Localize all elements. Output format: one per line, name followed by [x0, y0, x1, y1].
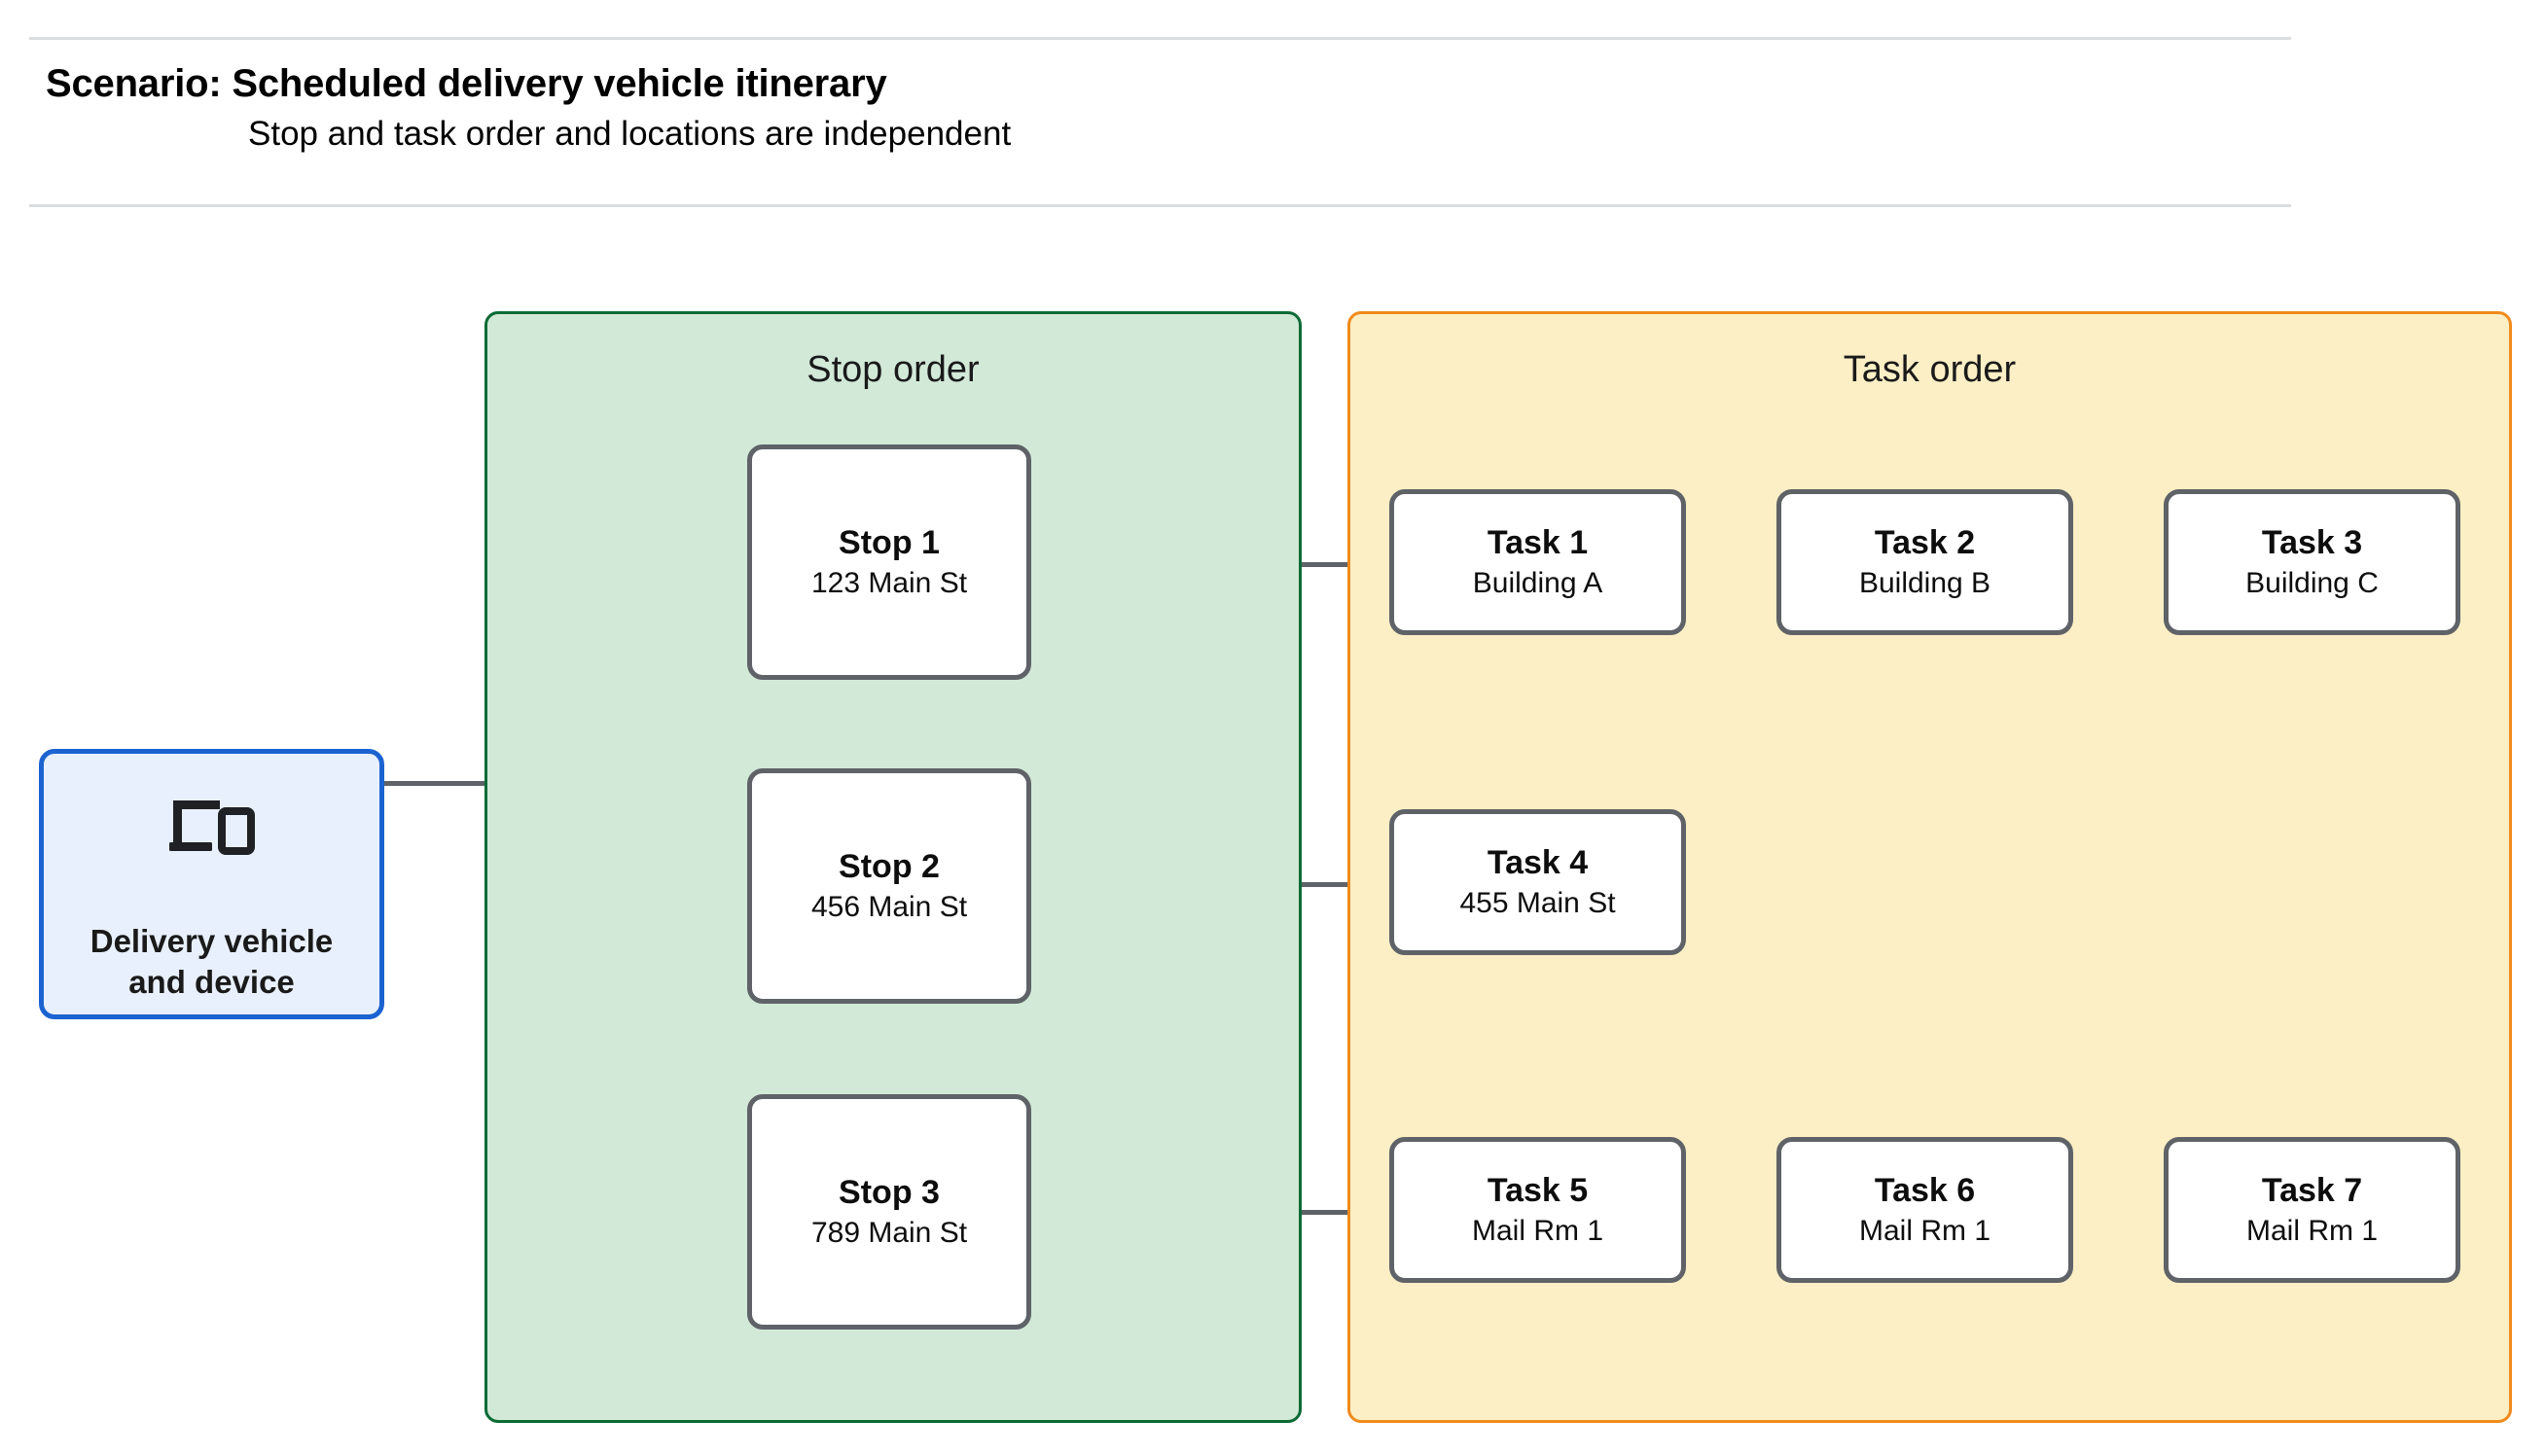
task-node-location: Mail Rm 1: [1471, 1215, 1603, 1248]
stop-node-address: 123 Main St: [810, 567, 968, 600]
delivery-vehicle-label-line1: Delivery vehicle: [90, 923, 334, 959]
task-node-title: Task 5: [1487, 1171, 1589, 1209]
task-node-3[interactable]: Task 3 Building C: [2164, 489, 2460, 635]
delivery-vehicle-label-line2: and device: [128, 964, 295, 1001]
stop-node-title: Stop 3: [839, 1173, 940, 1211]
task-node-title: Task 4: [1487, 843, 1589, 881]
task-order-panel-title: Task order: [1843, 349, 2017, 390]
stop-node-2[interactable]: Stop 2 456 Main St: [747, 768, 1031, 1004]
task-node-2[interactable]: Task 2 Building B: [1776, 489, 2073, 635]
stop-node-title: Stop 1: [839, 523, 940, 561]
task-node-title: Task 7: [2261, 1171, 2363, 1209]
task-node-location: Mail Rm 1: [2245, 1215, 2378, 1248]
page-subtitle: Stop and task order and locations are in…: [248, 115, 1012, 153]
task-node-title: Task 6: [1874, 1171, 1976, 1209]
stop-order-panel-title: Stop order: [807, 349, 980, 390]
delivery-vehicle-label: Delivery vehicle and device: [90, 921, 334, 1003]
stop-node-1[interactable]: Stop 1 123 Main St: [747, 444, 1031, 680]
devices-icon: [168, 800, 255, 855]
task-node-location: Building B: [1858, 567, 1991, 600]
task-node-title: Task 3: [2261, 523, 2363, 561]
task-node-7[interactable]: Task 7 Mail Rm 1: [2164, 1137, 2460, 1283]
stop-node-3[interactable]: Stop 3 789 Main St: [747, 1094, 1031, 1330]
task-node-title: Task 1: [1487, 523, 1589, 561]
task-node-location: Building C: [2245, 567, 2379, 600]
stop-node-title: Stop 2: [839, 847, 940, 885]
stop-node-address: 456 Main St: [810, 891, 968, 924]
task-node-6[interactable]: Task 6 Mail Rm 1: [1776, 1137, 2073, 1283]
stop-node-address: 789 Main St: [810, 1217, 968, 1250]
header-divider-top: [29, 37, 2291, 40]
delivery-vehicle-node[interactable]: Delivery vehicle and device: [39, 749, 384, 1019]
task-node-title: Task 2: [1874, 523, 1976, 561]
task-node-4[interactable]: Task 4 455 Main St: [1389, 809, 1686, 955]
page-title: Scenario: Scheduled delivery vehicle iti…: [46, 62, 887, 105]
task-node-location: Building A: [1472, 567, 1603, 600]
task-node-1[interactable]: Task 1 Building A: [1389, 489, 1686, 635]
task-node-location: 455 Main St: [1459, 887, 1616, 920]
task-node-location: Mail Rm 1: [1858, 1215, 1990, 1248]
connector-vehicle-to-trunk: [384, 781, 555, 786]
task-node-5[interactable]: Task 5 Mail Rm 1: [1389, 1137, 1686, 1283]
header-divider-bottom: [29, 204, 2291, 207]
